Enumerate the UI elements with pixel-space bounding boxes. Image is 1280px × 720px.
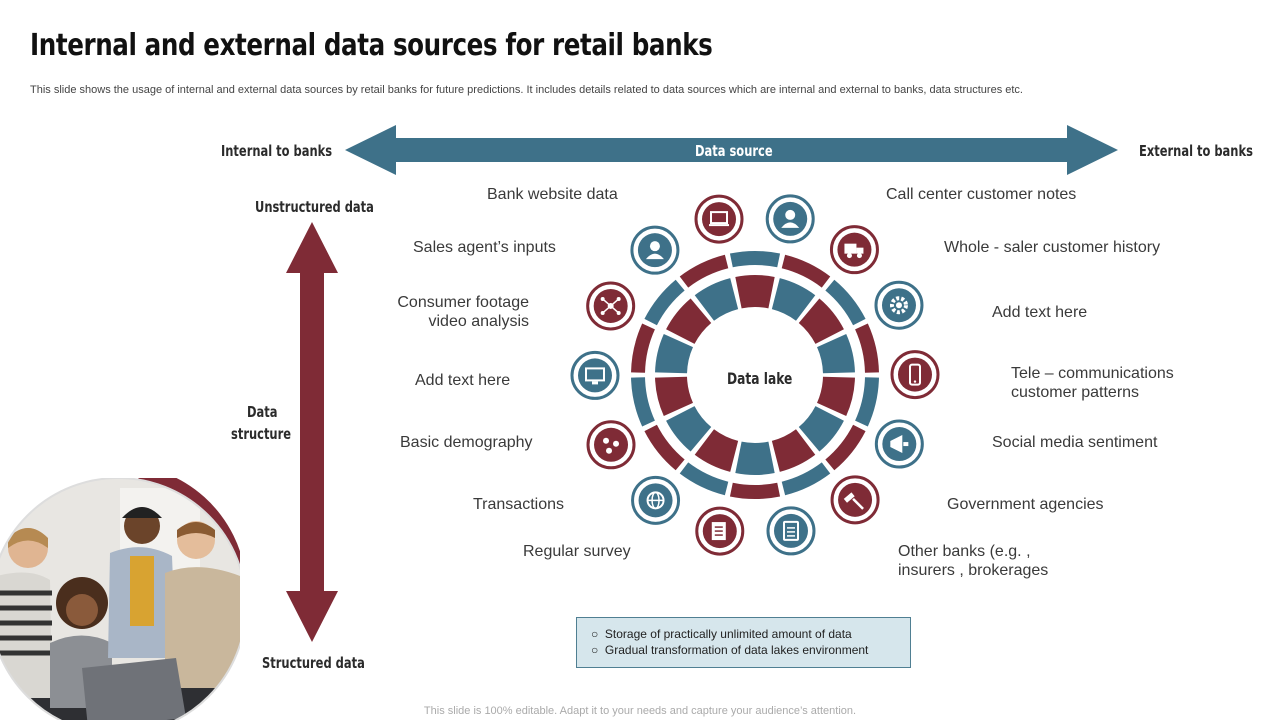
outer-ring-segment [631, 323, 655, 373]
source-label-sales-agent: Sales agent’s inputs [413, 239, 556, 256]
source-label-telecom: Tele – communications customer patterns [1011, 364, 1174, 402]
inner-ring-segment [735, 441, 775, 475]
outer-ring-segment [631, 377, 655, 427]
globe-icon [631, 475, 681, 525]
data-lake-diagram [570, 194, 940, 556]
inner-ring-segment [694, 278, 739, 321]
source-label-line: Tele – communications [1011, 365, 1174, 382]
source-label-wholesaler: Whole - saler customer history [944, 239, 1161, 256]
team-photo [0, 478, 240, 720]
clipboard-icon [766, 506, 816, 556]
team-photo-illustration [0, 478, 240, 720]
source-label-regular-survey: Regular survey [523, 543, 631, 560]
outer-ring-segment [855, 323, 879, 373]
data-lake-label: Data lake [727, 369, 793, 388]
outer-ring-segment [679, 462, 729, 496]
unstructured-data-label: Unstructured data [255, 198, 374, 216]
outer-ring-segment [825, 424, 866, 471]
source-label-other-banks: Other banks (e.g. , insurers , brokerage… [898, 542, 1048, 580]
source-label-add-text-left: Add text here [415, 372, 511, 389]
outer-ring-segment [825, 279, 866, 326]
inner-ring-segment [735, 275, 775, 309]
inner-ring-segment [798, 298, 844, 344]
data-structure-arrow [286, 222, 338, 642]
structured-data-label: Structured data [262, 654, 365, 672]
source-label-line: customer patterns [1011, 384, 1140, 401]
monitor-chart-icon [570, 350, 620, 400]
info-item: ○ Gradual transformation of data lakes e… [591, 642, 910, 658]
laptop-icon [694, 194, 744, 244]
gavel-icon [830, 475, 880, 525]
inner-ring-segment [798, 406, 844, 452]
network-icon [586, 281, 636, 331]
outer-ring-segment [644, 424, 685, 471]
inner-ring-segment [666, 406, 712, 452]
survey-icon [695, 506, 745, 556]
bullet-icon: ○ [591, 627, 605, 641]
source-label-add-text-right: Add text here [992, 304, 1088, 321]
source-label-social-media: Social media sentiment [992, 434, 1158, 451]
agent-icon [630, 225, 680, 275]
source-label-line: Other banks (e.g. , [898, 543, 1031, 560]
page-title: Internal and external data sources for r… [30, 28, 713, 63]
inner-ring-segment [817, 333, 855, 374]
bullet-icon: ○ [591, 643, 605, 657]
footer-note: This slide is 100% editable. Adapt it to… [423, 705, 857, 717]
call-center-icon [765, 194, 815, 244]
inner-ring-segment [771, 429, 816, 472]
source-label-consumer-footage: Consumer footage video analysis [379, 293, 529, 331]
source-label-government: Government agencies [947, 496, 1104, 513]
inner-ring-segment [817, 376, 855, 417]
location-pins-icon [586, 420, 636, 470]
smartphone-icon [890, 350, 940, 400]
rings [631, 251, 879, 500]
source-label-line: video analysis [428, 313, 530, 330]
outer-ring-segment [781, 254, 831, 288]
outer-ring-segment [729, 482, 781, 500]
center-disc [689, 309, 821, 441]
internal-to-banks-label: Internal to banks [221, 142, 333, 160]
outer-ring-segment [781, 462, 831, 496]
info-item-text: Gradual transformation of data lakes env… [604, 643, 869, 657]
source-label-bank-website: Bank website data [487, 186, 618, 203]
inner-ring-segment [666, 298, 712, 344]
inner-ring-segment [655, 376, 693, 417]
outer-ring-segment [679, 254, 729, 288]
source-label-call-center: Call center customer notes [886, 186, 1077, 203]
megaphone-icon [874, 419, 924, 469]
delivery-truck-icon [829, 225, 879, 275]
info-item: ○ Storage of practically unlimited amoun… [591, 626, 910, 642]
page-subtitle: This slide shows the usage of internal a… [30, 84, 1023, 96]
info-item-text: Storage of practically unlimited amount … [604, 627, 852, 641]
info-box: ○ Storage of practically unlimited amoun… [576, 617, 911, 668]
data-label: Data [247, 403, 278, 421]
inner-ring-segment [771, 278, 816, 321]
structure-label: structure [231, 425, 292, 443]
outer-ring-segment [855, 377, 879, 427]
gear-icon [874, 280, 924, 330]
external-to-banks-label: External to banks [1139, 142, 1253, 160]
data-source-arrow [345, 125, 1118, 175]
source-icons [570, 194, 940, 556]
data-source-label: Data source [695, 142, 773, 160]
outer-ring-segment [729, 251, 781, 268]
source-label-line: Consumer footage [397, 294, 529, 311]
source-label-transactions: Transactions [473, 496, 564, 513]
source-label-line: insurers , brokerages [898, 562, 1049, 579]
outer-ring-segment [644, 279, 685, 326]
inner-ring-segment [655, 333, 693, 374]
inner-ring-segment [694, 429, 739, 472]
source-label-basic-demography: Basic demography [400, 434, 533, 451]
